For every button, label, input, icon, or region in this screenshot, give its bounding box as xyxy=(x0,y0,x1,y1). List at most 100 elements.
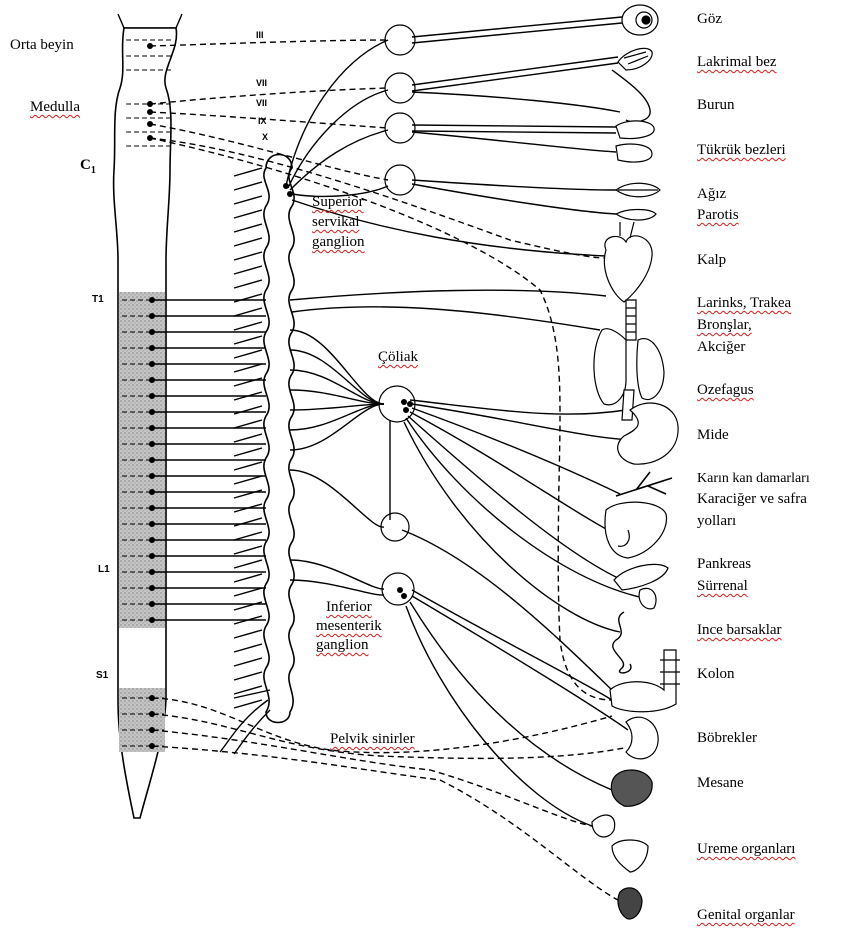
level-label-s1: S1 xyxy=(96,670,109,681)
inferior-mesenteric-to-colon xyxy=(412,590,612,700)
synapse-dot xyxy=(283,183,289,189)
label-ozefagus: Ozefagus xyxy=(697,381,754,400)
gray-ramus xyxy=(234,574,262,582)
lateral-horn-dot xyxy=(149,393,155,399)
eye-icon xyxy=(622,5,658,35)
lateral-horn-dot xyxy=(149,537,155,543)
kidney-icon xyxy=(626,717,658,759)
label-yollari: yolları xyxy=(697,512,736,531)
label-tukuruk: Tükrük bezleri xyxy=(697,141,786,160)
label-karin: Karın kan damarları xyxy=(697,469,810,488)
peripheral-ganglia xyxy=(379,25,415,605)
label-goz: Göz xyxy=(697,10,722,29)
gray-ramus xyxy=(234,490,262,498)
gray-ramus xyxy=(234,518,262,526)
midbrain-nucleus-dot xyxy=(147,43,153,49)
label-inferior-1: Inferior xyxy=(326,598,372,617)
sacral-gray-ramus xyxy=(234,710,270,754)
label-burun: Burun xyxy=(697,96,735,115)
submandibular-to-salivary xyxy=(412,131,616,133)
label-pelvic: Pelvik sinirler xyxy=(330,730,415,749)
synapse-dot xyxy=(401,593,407,599)
label-mide: Mide xyxy=(697,426,729,445)
otic-to-parotid xyxy=(412,184,616,214)
inferior-mesenteric-to-bladder xyxy=(410,602,612,790)
facial-nerve-lacrimal xyxy=(150,88,388,104)
vagus-to-gut xyxy=(150,138,612,700)
gray-ramus xyxy=(234,266,262,274)
inferior-mesenteric-to-kidney xyxy=(412,596,628,730)
sacral-nucleus-dot xyxy=(149,711,155,717)
lumbar-splanchnic xyxy=(290,560,384,589)
liver-icon xyxy=(605,502,667,558)
oculomotor-nerve xyxy=(150,40,388,46)
label-surrenal: Sürrenal xyxy=(697,577,748,596)
gray-ramus xyxy=(234,406,262,414)
medulla-nucleus-dot xyxy=(147,135,153,141)
label-karaciger: Karaciğer ve safra xyxy=(697,490,807,509)
celiac-to-stomach xyxy=(412,404,640,440)
lateral-horn-dot xyxy=(149,409,155,415)
sympathetic-chain-outline xyxy=(264,155,294,723)
gray-ramus xyxy=(234,700,262,708)
lateral-horn-dot xyxy=(149,457,155,463)
label-genital: Genital organlar xyxy=(697,906,795,925)
pelvic-splanchnic xyxy=(152,746,618,900)
pterygopalatine-to-lacrimal xyxy=(412,63,618,91)
label-superior-3: ganglion xyxy=(312,233,365,252)
sympathetic-chain xyxy=(264,155,294,723)
cranial-nerve-label-vii: VII xyxy=(256,78,267,88)
celiac-to-liver xyxy=(410,412,608,530)
gray-ramus xyxy=(234,168,262,176)
esophagus-icon xyxy=(622,390,634,420)
synapse-dot xyxy=(397,587,403,593)
gray-ramus xyxy=(234,630,262,638)
splanchnic-nerve xyxy=(290,330,384,404)
lumbar-splanchnic xyxy=(290,580,384,595)
otic-to-mouth xyxy=(412,180,616,190)
ciliary-to-eye xyxy=(412,23,622,43)
label-agiz: Ağız xyxy=(697,185,726,204)
gray-ramus xyxy=(234,224,262,232)
level-label-t1: T1 xyxy=(92,294,104,305)
genital-organs-icon xyxy=(618,888,642,919)
lateral-horn-dot xyxy=(149,297,155,303)
sacral-gray-ramus xyxy=(220,700,268,752)
parotid-icon xyxy=(616,210,656,221)
spinal-cord xyxy=(114,14,182,818)
organ-icons xyxy=(592,5,680,919)
ciliary-to-eye xyxy=(412,17,622,37)
gray-ramus xyxy=(234,336,262,344)
gray-ramus xyxy=(234,644,262,652)
cranial-nerve-label-ix: IX xyxy=(258,116,267,126)
label-bobrekler: Böbrekler xyxy=(697,729,757,748)
label-ince: Ince barsaklar xyxy=(697,621,782,640)
sacral-nucleus-dot xyxy=(149,743,155,749)
label-larinks: Larinks, Trakea xyxy=(697,294,791,313)
bladder-icon xyxy=(611,770,652,806)
gray-ramus xyxy=(234,308,262,316)
lateral-horn-dot xyxy=(149,473,155,479)
medulla-nucleus-dot xyxy=(147,109,153,115)
gray-ramus xyxy=(234,294,262,302)
gray-ramus xyxy=(234,210,262,218)
celiac-to-intestine xyxy=(404,422,620,632)
sympathetic-to-trachea xyxy=(290,290,606,300)
vagus-to-heart xyxy=(150,138,606,258)
gray-ramus xyxy=(234,420,262,428)
reproductive-organs-icon xyxy=(592,815,648,872)
label-kolon: Kolon xyxy=(697,665,735,684)
facial-nerve-salivary xyxy=(150,112,388,128)
lateral-horn-dot xyxy=(149,489,155,495)
label-orta-beyin: Orta beyin xyxy=(10,36,74,55)
gray-ramus xyxy=(234,448,262,456)
lateral-horn-dot xyxy=(149,377,155,383)
label-medulla: Medulla xyxy=(30,98,80,117)
label-c1-main: C xyxy=(80,157,91,173)
label-bronslar: Bronşlar, xyxy=(697,316,752,335)
lateral-horn-dot xyxy=(149,569,155,575)
gray-ramus xyxy=(234,588,262,596)
sacral-nucleus-dot xyxy=(149,727,155,733)
gray-ramus xyxy=(234,546,262,554)
small-intestine-icon xyxy=(613,612,631,673)
